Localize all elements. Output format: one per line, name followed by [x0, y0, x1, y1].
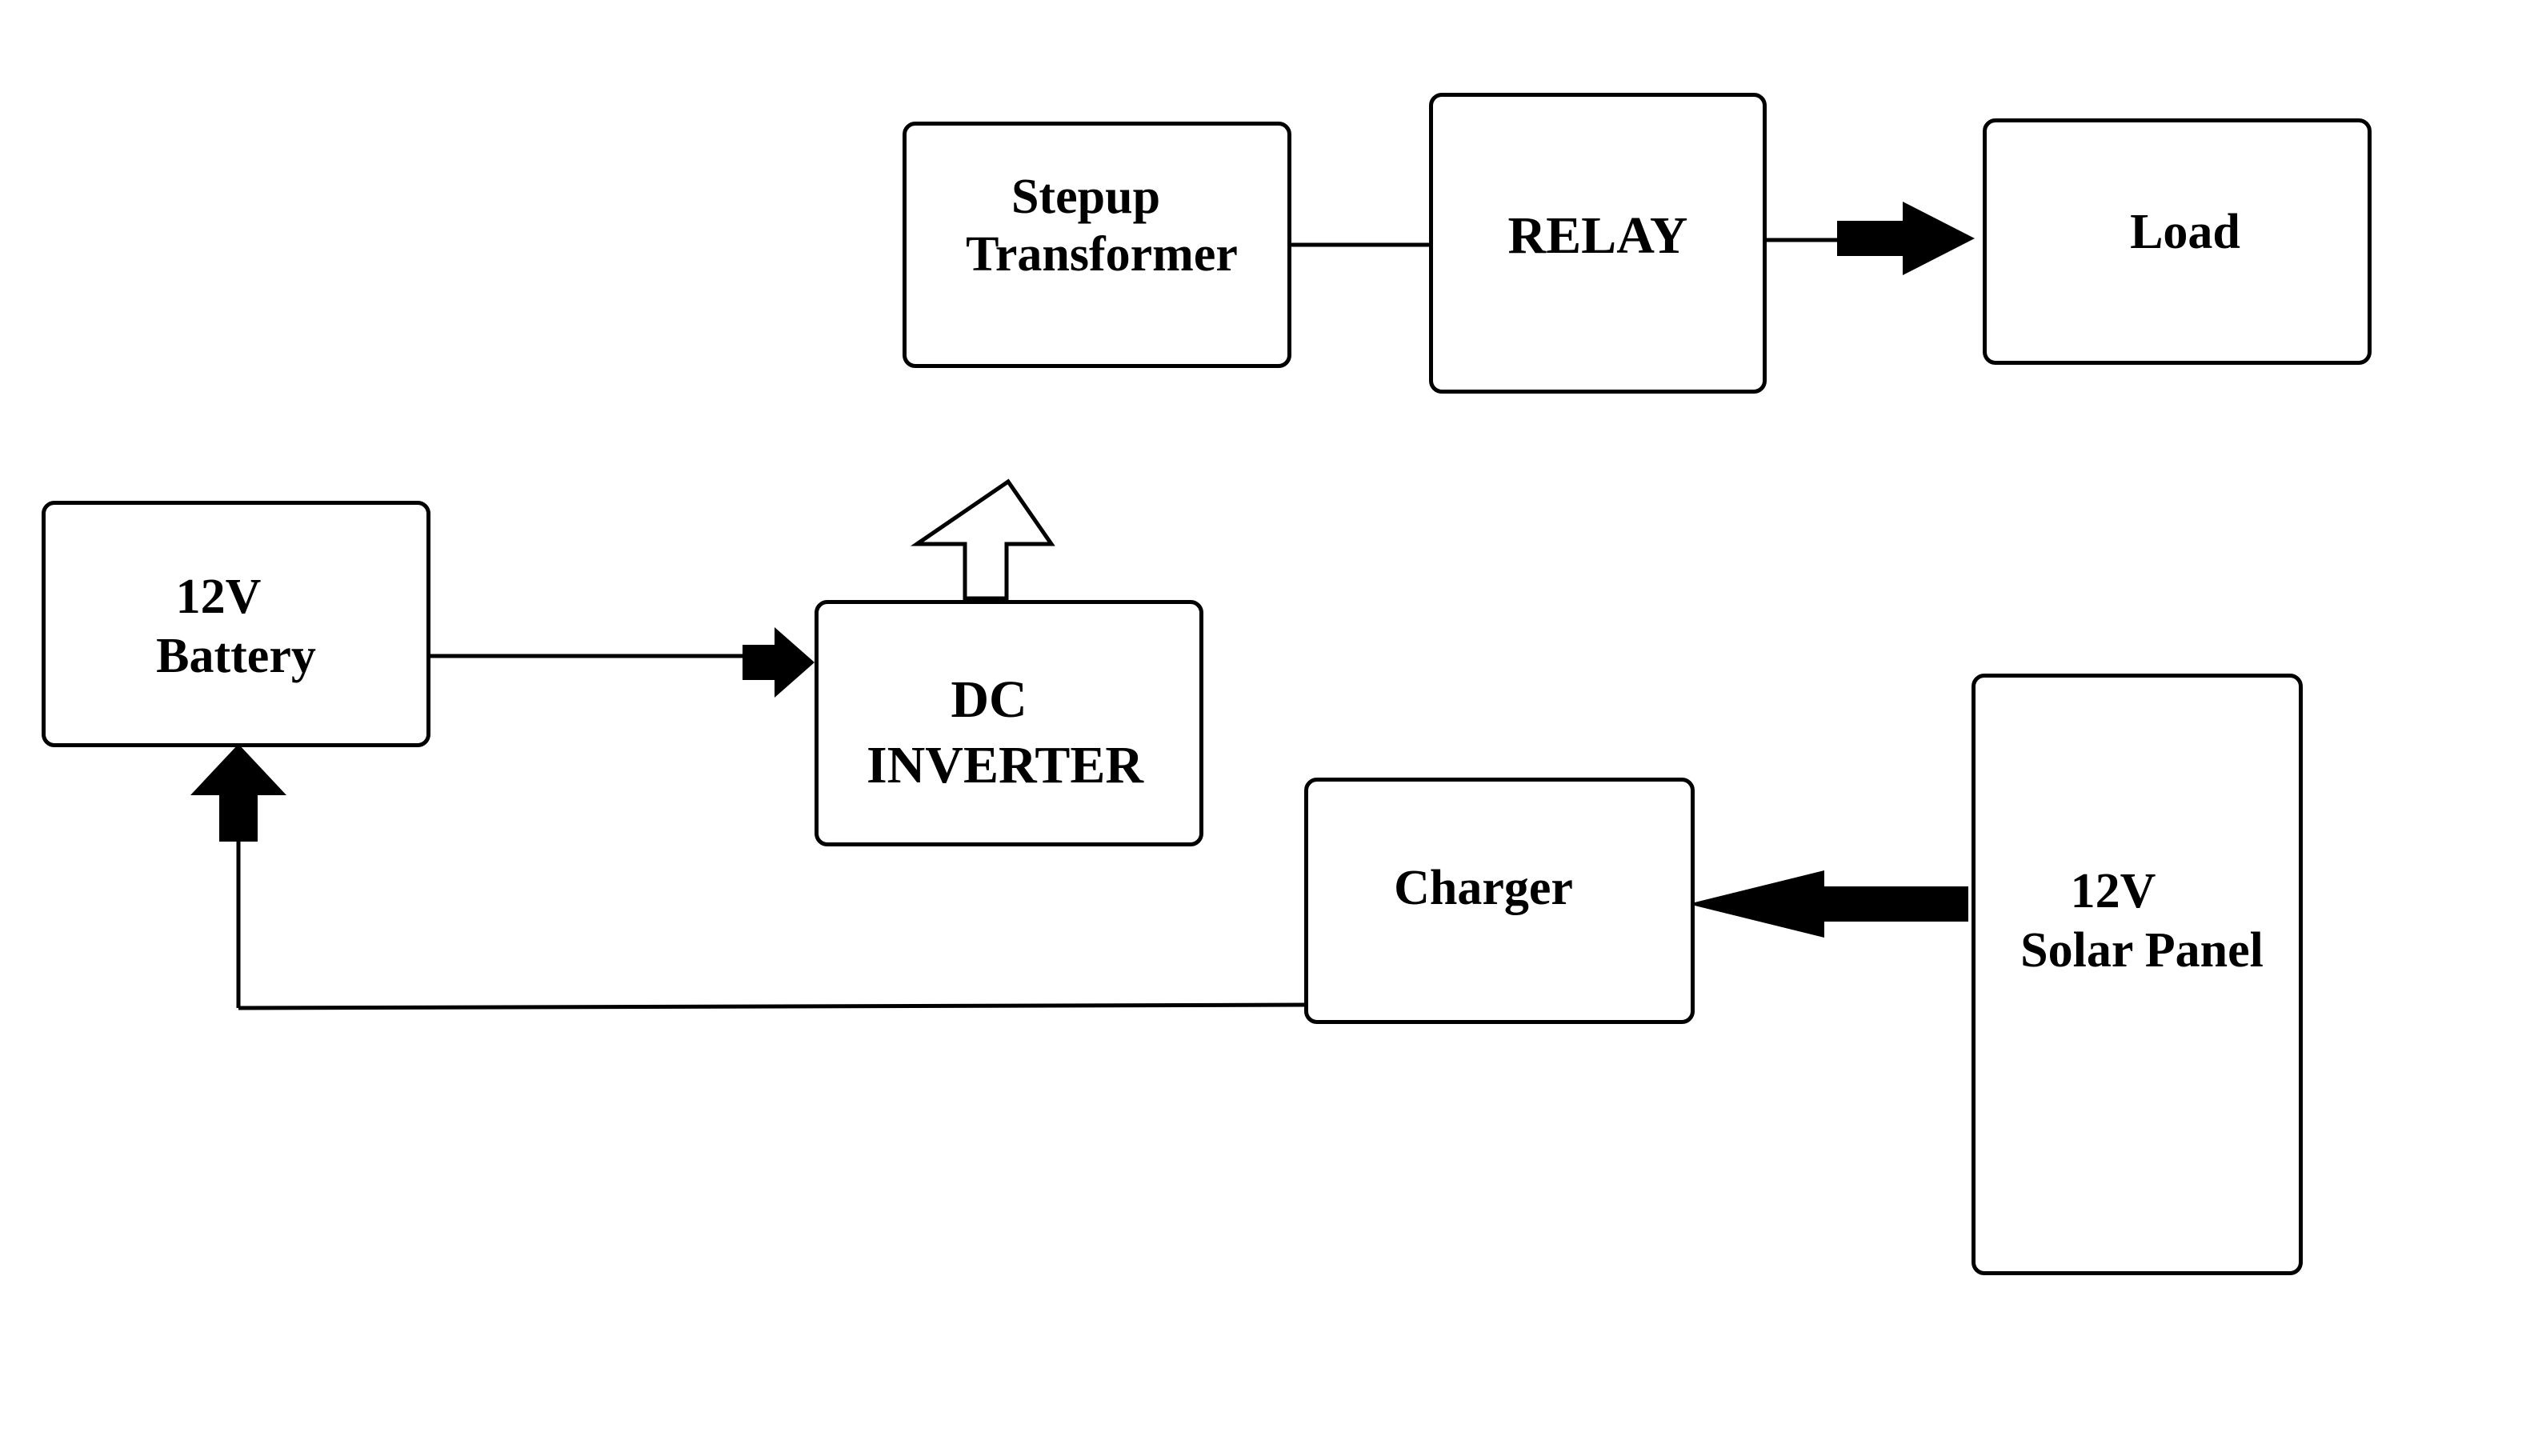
load-label: Load — [2130, 205, 2240, 259]
stepup-transformer-label-line2: Transformer — [966, 227, 1238, 282]
solar-panel-block: 12V Solar Panel — [1972, 674, 2303, 1275]
relay-label: RELAY — [1507, 206, 1688, 265]
battery-to-inverter-arrow — [743, 627, 815, 698]
relay-to-load-arrow — [1837, 202, 1975, 275]
dc-inverter-label-line2: INVERTER — [866, 736, 1144, 794]
solar-panel-label-line1: 12V — [2070, 864, 2156, 918]
relay-block: RELAY — [1429, 93, 1767, 394]
solar-panel-label-line2: Solar Panel — [2020, 923, 2264, 978]
battery-label-line2: Battery — [156, 629, 316, 683]
dc-inverter-label-line1: DC — [951, 670, 1027, 729]
inverter-to-transformer-arrow — [910, 478, 1055, 601]
battery-label-line1: 12V — [175, 570, 262, 624]
charger-feedback-wire-horizontal — [238, 1002, 1307, 1010]
charger-block: Charger — [1304, 778, 1695, 1024]
stepup-transformer-label-line1: Stepup — [1011, 170, 1161, 224]
charger-to-battery-arrow — [190, 744, 286, 842]
solar-to-charger-arrow — [1688, 870, 1968, 938]
dc-inverter-block: DC INVERTER — [815, 600, 1203, 846]
battery-block: 12V Battery — [42, 501, 430, 747]
charger-label: Charger — [1394, 861, 1573, 915]
load-block: Load — [1983, 118, 2372, 365]
stepup-transformer-block: Stepup Transformer — [903, 122, 1291, 368]
